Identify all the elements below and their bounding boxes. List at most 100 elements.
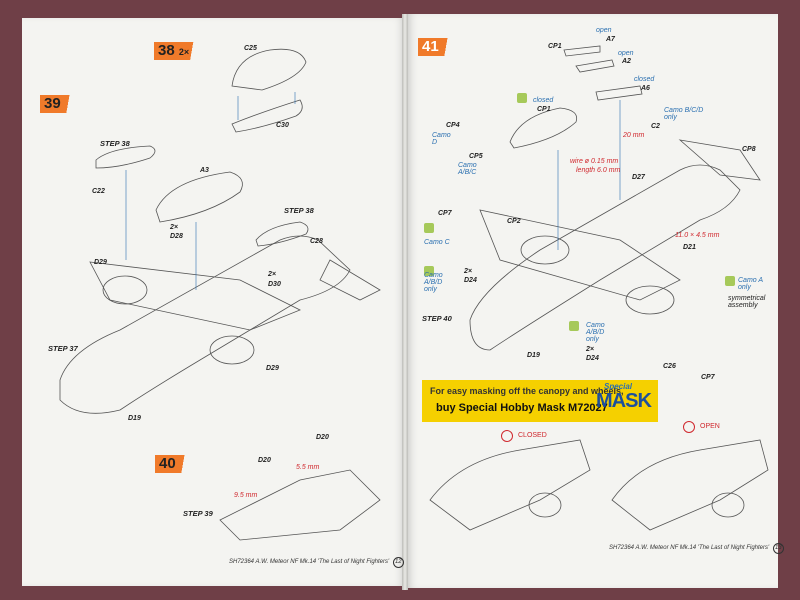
wire-spec: wire ø 0.15 mm — [570, 158, 619, 165]
tail-right — [678, 139, 761, 181]
footer-text: SH72364 A.W. Meteor NF Mk.14 'The Last o… — [229, 559, 390, 565]
part-label: CP2 — [507, 218, 521, 225]
page-footer: SH72364 A.W. Meteor NF Mk.14 'The Last o… — [609, 543, 784, 554]
banner-line-2: buy Special Hobby Mask M72027 — [436, 402, 608, 414]
part-a3 — [155, 171, 243, 223]
part-label: C26 — [663, 363, 676, 370]
quantity-label: 2× — [464, 268, 472, 275]
state-label: closed — [533, 97, 554, 104]
part-label: D29 — [94, 259, 107, 266]
state-label: open — [596, 27, 612, 34]
note-icon — [424, 266, 434, 276]
quantity-label: 2× — [586, 346, 594, 353]
part-label: D21 — [683, 244, 696, 251]
step-quantity: 2× — [178, 47, 190, 57]
view-closed — [429, 439, 591, 531]
step-number: 40 — [159, 455, 176, 472]
part-label: CP1 — [548, 43, 562, 50]
part-label: A6 — [641, 85, 650, 92]
camo-note: Camo A/B/D only — [424, 272, 443, 293]
note-icon — [725, 276, 735, 286]
dimension-label: 9.5 mm — [234, 492, 258, 499]
part-step38b — [255, 221, 309, 247]
camo-note: Camo D — [432, 132, 451, 146]
canopy-cp1 — [509, 107, 578, 149]
part-label: CP7 — [438, 210, 452, 217]
note-icon — [424, 223, 434, 233]
camo-note: Camo B/C/D only — [664, 107, 704, 121]
part-label: D28 — [170, 233, 183, 240]
part-label: D29 — [266, 365, 279, 372]
wing-right — [479, 209, 681, 301]
part-label: D30 — [268, 281, 281, 288]
step-badge-41: 41 — [418, 38, 457, 56]
info-icon — [683, 421, 695, 433]
fuselage-left — [59, 235, 351, 414]
view-label-closed: CLOSED — [518, 432, 547, 439]
view-closed-nacelle — [528, 492, 562, 518]
part-label: CP4 — [446, 122, 460, 129]
step-number: 38 — [158, 42, 175, 59]
part-label: CP7 — [701, 374, 715, 381]
part-label: D20 — [316, 434, 329, 441]
step-number: 41 — [422, 38, 439, 55]
part-label: D24 — [464, 277, 477, 284]
part-a6 — [595, 85, 643, 101]
state-label: open — [618, 50, 634, 57]
footer-text: SH72364 A.W. Meteor NF Mk.14 'The Last o… — [609, 545, 770, 551]
quantity-label: 2× — [268, 271, 276, 278]
booklet-spine — [402, 14, 408, 590]
airframe-step40 — [219, 469, 381, 541]
dimension-label: 5.5 mm — [296, 464, 320, 471]
part-label: D24 — [586, 355, 599, 362]
step-badge-38: 38 2× — [154, 42, 208, 60]
camo-note: Camo A/B/D only — [586, 322, 605, 343]
step-badge-39: 39 — [40, 95, 79, 113]
view-label-open: OPEN — [700, 423, 720, 430]
page-number: 13 — [772, 543, 784, 554]
left-page — [22, 18, 406, 586]
part-step38a — [95, 145, 156, 169]
part-a2 — [575, 59, 615, 73]
part-label: C25 — [244, 45, 257, 52]
note-icon — [569, 321, 579, 331]
page-number: 12 — [392, 557, 404, 568]
camo-note: Camo A/B/C — [458, 162, 477, 176]
part-a7 — [563, 45, 601, 57]
nacelle-right-1 — [520, 235, 570, 265]
step-number: 39 — [44, 95, 61, 112]
part-label: C2 — [651, 123, 660, 130]
note-icon — [517, 93, 527, 103]
banner-line-1: For easy masking off the canopy and whee… — [430, 386, 624, 396]
camo-note: Camo C — [424, 239, 450, 246]
part-label: A3 — [200, 167, 209, 174]
part-label: A7 — [606, 36, 615, 43]
logo-special-text: Special — [604, 382, 633, 391]
logo-mask-text: MASK — [596, 390, 652, 412]
part-label: A2 — [622, 58, 631, 65]
quantity-label: 2× — [170, 224, 178, 231]
mask-ad-banner: For easy masking off the canopy and whee… — [422, 380, 658, 422]
view-open — [611, 439, 769, 531]
part-label: C28 — [310, 238, 323, 245]
part-label: C30 — [276, 122, 289, 129]
part-label: CP5 — [469, 153, 483, 160]
special-mask-logo: Special MASK — [596, 382, 656, 420]
step-reference: STEP 40 — [422, 314, 452, 323]
canopy-frame-c30 — [231, 99, 303, 133]
part-label: CP8 — [742, 146, 756, 153]
tail-left — [319, 259, 381, 301]
nacelle-left-1 — [102, 275, 148, 305]
part-label: D19 — [527, 352, 540, 359]
nacelle-left-2 — [209, 335, 255, 365]
step-reference: STEP 39 — [183, 509, 213, 518]
wing-left — [89, 261, 301, 331]
page-footer: SH72364 A.W. Meteor NF Mk.14 'The Last o… — [229, 557, 404, 568]
state-label: closed — [634, 76, 655, 83]
dimension-label: 11.0 × 4.5 mm — [675, 232, 720, 239]
fuselage-right — [469, 164, 741, 351]
part-label: C22 — [92, 188, 105, 195]
wire-length: length 6.0 mm — [576, 167, 621, 174]
